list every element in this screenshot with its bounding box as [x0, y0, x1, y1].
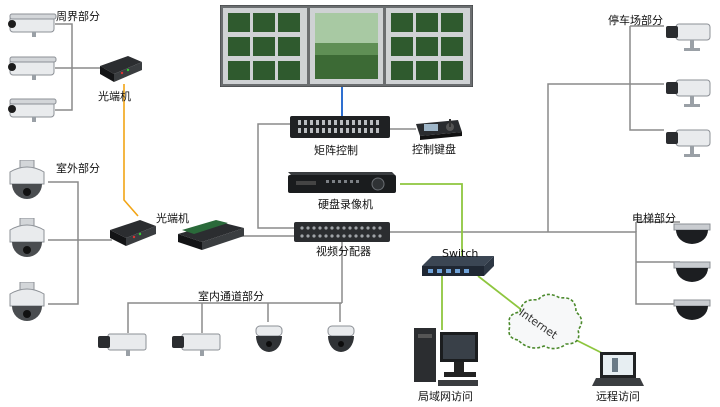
elevator-dome-camera-3: [673, 299, 711, 320]
corridor-box-camera-2: [172, 333, 221, 356]
internet-cloud-icon: [508, 293, 583, 350]
elevator-dome-camera-2: [673, 261, 711, 282]
lan-desktop-computer: [414, 328, 478, 386]
label-outdoor: 室外部分: [56, 162, 100, 175]
outdoor-ptz-camera-1: [9, 160, 45, 199]
elevator-dome-camera-1: [673, 223, 711, 244]
remote-laptop: [592, 352, 644, 386]
label-elevator: 电梯部分: [632, 212, 676, 225]
control-keyboard: [416, 119, 462, 140]
perimeter-camera-3: [8, 98, 57, 122]
optical-transceiver-2b: [178, 220, 244, 250]
optical-transceiver-2a: [110, 220, 156, 246]
label-splitter: 视频分配器: [316, 245, 371, 258]
label-remote: 远程访问: [596, 390, 640, 403]
corridor-dome-camera-2: [327, 325, 355, 352]
hard-disk-recorder: [288, 172, 396, 193]
video-splitter: [294, 222, 390, 242]
label-optical-2: 光端机: [156, 212, 189, 225]
parking-camera-3: [666, 129, 711, 157]
outdoor-ptz-camera-3: [9, 282, 45, 321]
matrix-controller: [290, 116, 390, 138]
corridor-box-camera-1: [98, 333, 147, 356]
parking-camera-2: [666, 79, 711, 107]
coax-cables: [48, 23, 680, 333]
parking-camera-1: [666, 23, 711, 51]
label-perimeter: 周界部分: [56, 10, 100, 23]
video-wall-monitors: [220, 5, 473, 87]
label-parking: 停车场部分: [608, 14, 663, 27]
label-lan: 局域网访问: [418, 390, 473, 403]
label-corridor: 室内通道部分: [198, 290, 264, 303]
label-keyboard: 控制键盘: [412, 143, 456, 156]
corridor-dome-camera-1: [255, 325, 283, 352]
label-switch: Switch: [442, 247, 479, 260]
label-dvr: 硬盘录像机: [318, 198, 373, 211]
label-matrix: 矩阵控制: [314, 144, 358, 157]
perimeter-camera-2: [8, 56, 57, 80]
label-optical-1: 光端机: [98, 90, 131, 103]
outdoor-ptz-camera-2: [9, 218, 45, 257]
optical-transceiver-1: [100, 56, 142, 82]
network-switch: [422, 256, 494, 276]
perimeter-camera-1: [8, 13, 57, 37]
fiber-link: [123, 84, 139, 217]
